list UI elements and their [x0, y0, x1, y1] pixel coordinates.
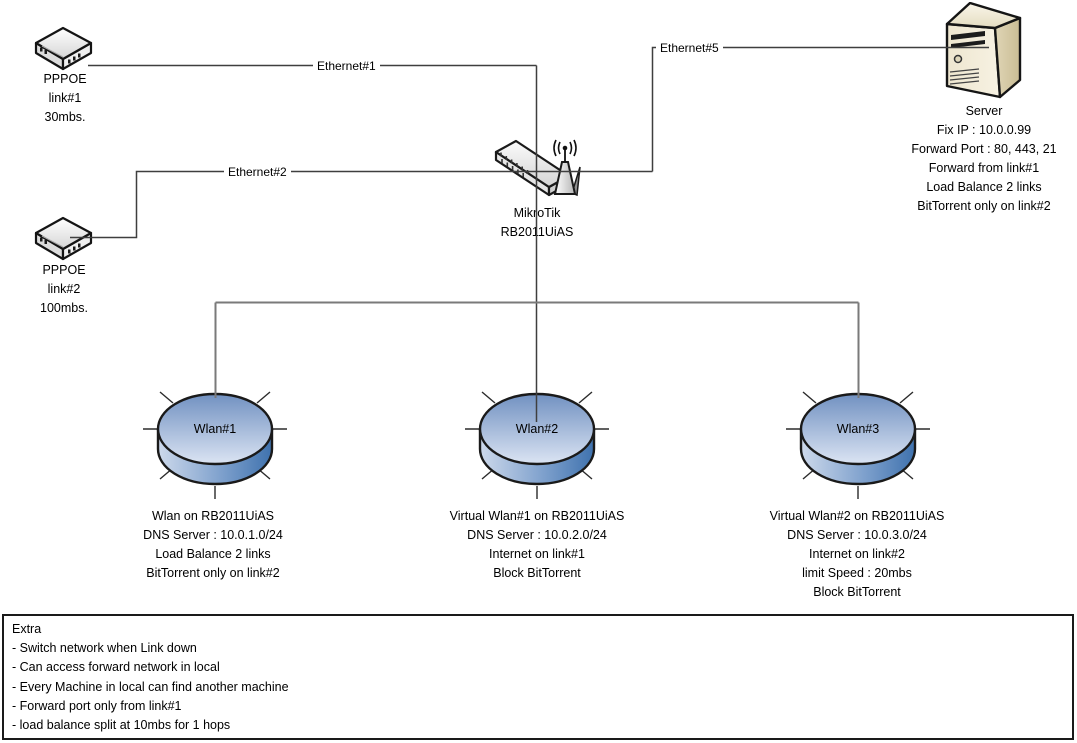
- wlan1-line: Load Balance 2 links: [155, 547, 271, 561]
- wlan1-text: Wlan on RB2011UiAS DNS Server : 10.0.1.0…: [113, 507, 313, 583]
- router-wireless-router-icon: [494, 139, 581, 197]
- wlan2-line: Virtual Wlan#1 on RB2011UiAS: [449, 509, 625, 523]
- wlan3-label: Wlan#3: [837, 422, 879, 436]
- extra-item: - Can access forward network in local: [12, 660, 220, 675]
- modem2-line: PPPOE: [42, 263, 86, 277]
- modem2-modem-icon: [34, 216, 93, 261]
- wlan1-line: BitTorrent only on link#2: [146, 566, 280, 580]
- modem2-line: 100mbs.: [40, 301, 88, 315]
- server-line: Load Balance 2 links: [926, 180, 1042, 194]
- ethernet5-link-label: Ethernet#5: [656, 39, 723, 57]
- server-line: Forward Port : 80, 443, 21: [911, 142, 1057, 156]
- wlan3-line: limit Speed : 20mbs: [802, 566, 912, 580]
- modem1-modem-icon: [34, 26, 93, 71]
- wlan2-label: Wlan#2: [516, 422, 558, 436]
- modem1-text: PPPOE link#1 30mbs.: [15, 70, 115, 127]
- wlan1-wireless-disk-icon: Wlan#1: [143, 391, 287, 499]
- wlan2-line: DNS Server : 10.0.2.0/24: [467, 528, 607, 542]
- wlan3-wireless-disk-icon: Wlan#3: [786, 391, 930, 499]
- router-text: MikroTik RB2011UiAS: [477, 204, 597, 242]
- modem1-line: 30mbs.: [44, 110, 86, 124]
- wlan1-line: DNS Server : 10.0.1.0/24: [143, 528, 283, 542]
- modem1-line: PPPOE: [43, 72, 87, 86]
- wlan3-line: Block BitTorrent: [813, 585, 901, 599]
- modem2-text: PPPOE link#2 100mbs.: [14, 261, 114, 318]
- wlan3-text: Virtual Wlan#2 on RB2011UiAS DNS Server …: [757, 507, 957, 602]
- wlan3-line: Internet on link#2: [809, 547, 905, 561]
- server-line: Forward from link#1: [928, 161, 1040, 175]
- router-line: RB2011UiAS: [500, 225, 574, 239]
- extra-item: - Every Machine in local can find anothe…: [12, 679, 289, 694]
- server-line: BitTorrent only on link#2: [917, 199, 1051, 213]
- wlan1-line: Wlan on RB2011UiAS: [151, 509, 275, 523]
- extra-item: - Forward port only from link#1: [12, 698, 182, 713]
- wlan2-line: Block BitTorrent: [493, 566, 581, 580]
- wlan2-wireless-disk-icon: Wlan#2: [465, 391, 609, 499]
- extra-item: - Switch network when Link down: [12, 641, 197, 656]
- modem1-line: link#1: [48, 91, 82, 105]
- wlan2-line: Internet on link#1: [489, 547, 585, 561]
- modem2-line: link#2: [47, 282, 81, 296]
- extra-title: Extra: [12, 622, 42, 636]
- server-line: Server: [965, 104, 1003, 118]
- wlan3-line: Virtual Wlan#2 on RB2011UiAS: [769, 509, 945, 523]
- server-text: Server Fix IP : 10.0.0.99 Forward Port :…: [886, 102, 1077, 216]
- ethernet1-link-label: Ethernet#1: [313, 57, 380, 75]
- radio-waves-icon: [553, 139, 577, 157]
- wlan1-label: Wlan#1: [194, 422, 236, 436]
- wlan2-text: Virtual Wlan#1 on RB2011UiAS DNS Server …: [437, 507, 637, 583]
- ethernet2-link-label: Ethernet#2: [224, 163, 291, 181]
- server-line: Fix IP : 10.0.0.99: [936, 123, 1032, 137]
- wlan3-line: DNS Server : 10.0.3.0/24: [787, 528, 927, 542]
- extra-item: - load balance split at 10mbs for 1 hops: [12, 718, 231, 733]
- router-line: MikroTik: [513, 206, 561, 220]
- extra-notes-box: Extra - Switch network when Link down - …: [2, 614, 1074, 740]
- server-tower-icon: [945, 2, 1022, 99]
